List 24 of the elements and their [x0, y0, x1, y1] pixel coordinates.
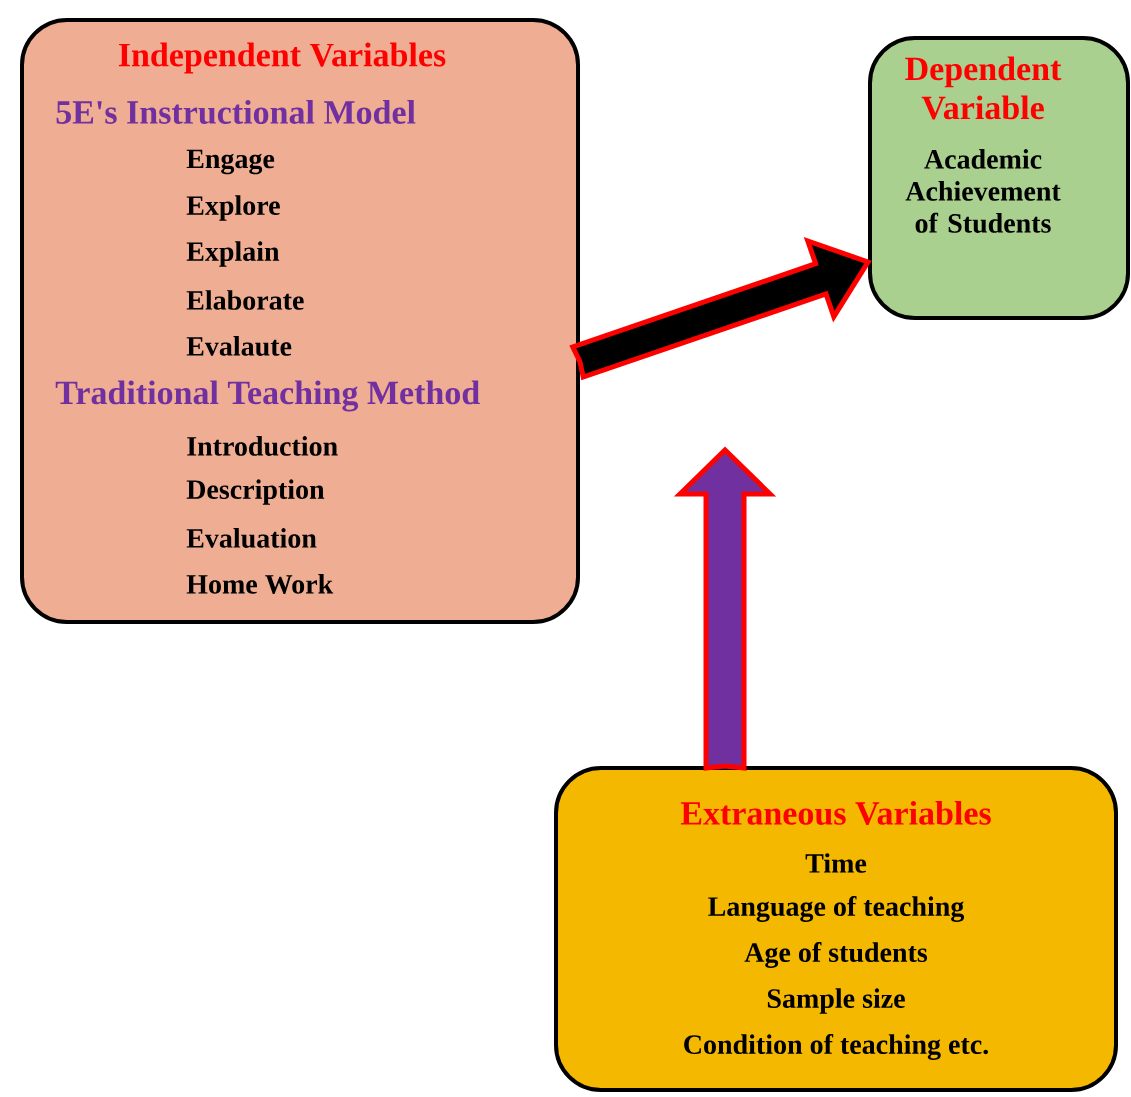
heading: Extraneous Variables — [680, 800, 991, 826]
list-item: Elaborate — [186, 290, 304, 310]
subheading: 5E's Instructional Model — [56, 100, 416, 124]
list-item: Engage — [186, 149, 275, 175]
list-item: Age of students — [744, 942, 928, 968]
list-item: Explain — [186, 241, 280, 267]
list-item: Explore — [186, 195, 280, 221]
list-item: Time — [805, 853, 867, 873]
box — [554, 766, 1118, 1092]
list-item: Evaluation — [186, 528, 317, 548]
list-item: Sample size — [767, 988, 905, 1014]
list-item: Evalaute — [186, 336, 292, 356]
list-item: Language of teaching — [708, 896, 965, 922]
list-item: Academic Achievement of Students — [905, 149, 1061, 233]
box — [20, 18, 580, 624]
heading: Independent Variables — [118, 42, 446, 74]
heading: Dependent Variable — [905, 56, 1062, 120]
list-item: Home Work — [186, 574, 334, 594]
list-item: Introduction — [187, 436, 338, 456]
list-item: Description — [186, 479, 325, 505]
list-item: Condition of teaching etc. — [684, 1034, 988, 1060]
block-arrow — [673, 446, 777, 771]
box — [868, 36, 1130, 320]
subheading: Traditional Teaching Method — [55, 380, 480, 412]
